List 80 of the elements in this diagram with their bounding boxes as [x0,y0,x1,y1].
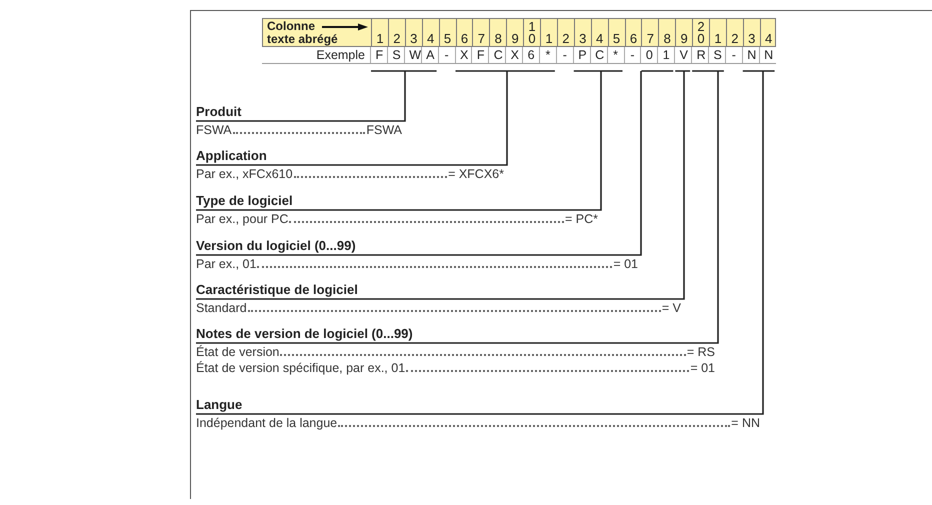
section-heading: Version du logiciel (0...99) [196,238,357,255]
description-text: Standard [196,300,247,316]
example-character: S [386,47,404,63]
example-character: A [420,47,438,63]
section-heading: Produit [196,104,242,121]
leader-line [195,70,624,211]
example-character: - [556,47,573,63]
value-text: FSWA [366,122,402,138]
example-character: - [624,47,640,63]
column-number: 10 [523,19,540,46]
description-text: Par ex., 01 [196,256,256,272]
example-character: C [590,47,607,63]
column-label: Colonne texte abrégé [267,20,339,46]
value-text: = 01 [690,360,715,376]
column-number: 4 [422,19,439,46]
column-number: 2 [556,19,574,46]
example-character: * [539,47,556,63]
description-text: État de version spécifique, par ex., 01 [196,360,406,376]
example-character: X [505,47,522,63]
example-character: X [454,47,472,63]
column-number: 9 [506,19,524,46]
column-number: 4 [760,19,777,46]
value-text: = V [662,300,681,316]
description-text: Par ex., xFCx610 [196,166,293,182]
example-character: * [606,47,624,63]
example-character: S [708,47,725,63]
column-number: 8 [489,19,506,46]
value-text: = XFCX6* [448,166,504,182]
column-number: 6 [624,19,642,46]
leader-line [195,70,691,300]
column-number: 1 [709,19,726,46]
value-text: = NN [731,415,760,431]
column-number: 5 [608,19,624,46]
column-number: 3 [742,19,760,46]
example-character: N [742,47,759,63]
section-heading: Caractéristique de logiciel [196,282,359,299]
example-character: F [471,47,488,63]
description-text: Par ex., pour PC [196,211,288,227]
column-number: 7 [641,19,658,46]
example-character: - [724,47,742,63]
column-number: 5 [438,19,456,46]
value-text: = RS [686,344,715,360]
example-character: V [674,47,692,63]
value-text: = 01 [613,256,638,272]
column-number: 3 [574,19,591,46]
leader-line [195,70,556,166]
example-character: N [758,47,776,63]
example-character: F [370,47,387,63]
leader-line [195,70,725,344]
example-character: P [572,47,590,63]
description-text: Indépendant de la langue [196,415,338,431]
column-number: 20 [692,19,709,46]
column-number: 1 [371,19,388,46]
column-number: 2 [388,19,405,46]
leader-line [195,70,674,256]
column-number: 7 [472,19,490,46]
example-character: 1 [657,47,674,63]
example-character: 0 [640,47,658,63]
column-number: 9 [675,19,692,46]
example-character: R [691,47,708,63]
leader-line [195,70,776,415]
section-heading: Langue [196,397,244,414]
example-character: C [488,47,506,63]
column-number: 1 [540,19,557,46]
description-text: État de version [196,344,280,360]
example-character: W [404,47,421,63]
description-text: FSWA [196,122,232,138]
column-number: 8 [658,19,676,46]
example-label: Exemple [316,48,365,62]
column-number: 4 [590,19,608,46]
column-number: 3 [404,19,422,46]
column-number: 6 [456,19,472,46]
leader-line [195,70,438,122]
section-heading: Type de logiciel [196,193,294,210]
example-character: - [438,47,454,63]
section-heading: Application [196,148,268,165]
example-character: 6 [522,47,539,63]
column-number: 2 [726,19,743,46]
section-heading: Notes de version de logiciel (0...99) [196,326,414,343]
value-text: = PC* [564,211,598,227]
